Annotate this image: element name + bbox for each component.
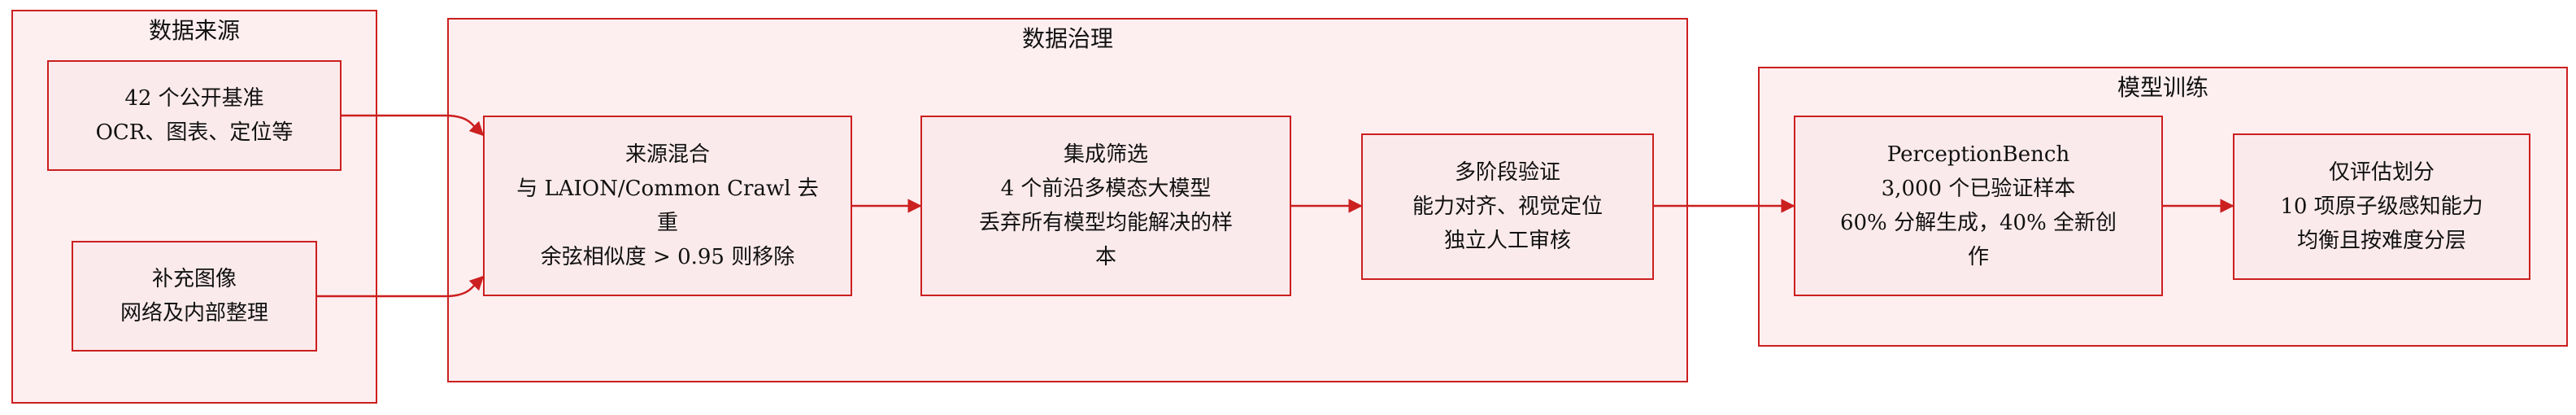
- node-line: 3,000 个已验证样本: [1881, 177, 2076, 201]
- node-multi-stage-validation: 多阶段验证 能力对齐、视觉定位 独立人工审核: [1361, 133, 1654, 280]
- node-line: 作: [1967, 245, 1989, 269]
- group-title: 模型训练: [2117, 74, 2208, 101]
- group-title: 数据治理: [1021, 25, 1113, 52]
- node-supplementary-images: 补充图像 网络及内部整理: [72, 241, 317, 352]
- node-line: 独立人工审核: [1443, 229, 1571, 253]
- node-perception-bench: PerceptionBench 3,000 个已验证样本 60% 分解生成，40…: [1794, 116, 2163, 296]
- node-line: PerceptionBench: [1886, 142, 2070, 167]
- node-line: 能力对齐、视觉定位: [1412, 194, 1603, 219]
- node-line: 与 LAION/Common Crawl 去: [516, 177, 819, 201]
- node-line: 来源混合: [624, 142, 710, 167]
- node-line: 10 项原子级感知能力: [2280, 194, 2483, 219]
- node-line: 余弦相似度 > 0.95 则移除: [540, 245, 795, 269]
- node-line: 60% 分解生成，40% 全新创: [1839, 211, 2117, 235]
- group-title: 数据来源: [148, 17, 240, 44]
- node-line: 本: [1094, 245, 1116, 269]
- node-line: 多阶段验证: [1454, 160, 1560, 185]
- node-eval-split-only: 仅评估划分 10 项原子级感知能力 均衡且按难度分层: [2233, 133, 2530, 280]
- node-line: 42 个公开基准: [124, 86, 264, 111]
- node-line: 仅评估划分: [2328, 160, 2435, 185]
- node-source-mixing: 来源混合 与 LAION/Common Crawl 去 重 余弦相似度 > 0.…: [483, 116, 852, 296]
- node-line: 补充图像: [151, 267, 237, 291]
- node-line: OCR、图表、定位等: [95, 120, 294, 145]
- node-line: 丢弃所有模型均能解决的样: [978, 211, 1233, 235]
- node-line: 重: [656, 211, 678, 235]
- node-public-benchmarks: 42 个公开基准 OCR、图表、定位等: [47, 60, 342, 171]
- node-line: 集成筛选: [1063, 142, 1148, 167]
- node-line: 4 个前沿多模态大模型: [1000, 177, 1212, 201]
- node-ensemble-filtering: 集成筛选 4 个前沿多模态大模型 丢弃所有模型均能解决的样 本: [920, 116, 1291, 296]
- node-line: 均衡且按难度分层: [2296, 229, 2466, 253]
- node-line: 网络及内部整理: [120, 301, 268, 325]
